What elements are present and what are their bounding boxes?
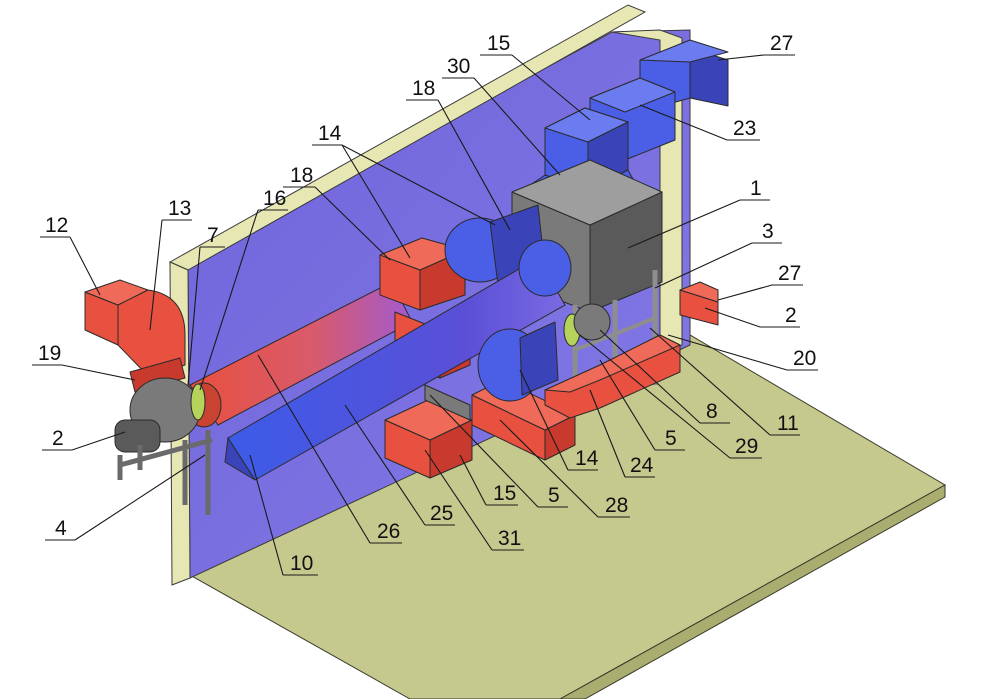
leader-pointer (667, 334, 788, 371)
leader-pointer (437, 99, 511, 231)
label-26: 26 (377, 520, 400, 543)
blue-duct-25-nose (224, 436, 256, 481)
leader-pointer (499, 419, 599, 518)
label-10: 10 (290, 552, 313, 575)
leader-pointer (717, 284, 773, 301)
label-3: 3 (762, 220, 774, 243)
leader-pointer (717, 54, 765, 61)
leader-pointer (74, 454, 206, 541)
blue-fan-14-lower-box (519, 321, 559, 396)
floor-edge-front (558, 484, 946, 699)
label-18a: 18 (290, 164, 313, 187)
leader-pointer (459, 454, 487, 506)
label-31: 31 (498, 527, 521, 550)
label-18b: 18 (412, 77, 435, 100)
callout-labels: 1 2 2 3 4 5 5 7 8 10 11 12 13 14 14 15 1… (38, 32, 816, 575)
label-15b: 15 (493, 482, 516, 505)
leader-pointer (639, 104, 728, 141)
leader-pointer (649, 327, 771, 436)
leader-pointer (187, 246, 201, 386)
label-23: 23 (733, 117, 756, 140)
leader-pointer (71, 431, 126, 451)
label-25: 25 (430, 502, 453, 525)
label-20: 20 (793, 347, 816, 370)
leader-pointer (149, 219, 163, 331)
leader-pointer (519, 369, 569, 471)
leader-lines (32, 54, 818, 576)
label-14b: 14 (575, 447, 599, 470)
fan-stand-4 (117, 430, 213, 515)
label-15a: 15 (487, 32, 510, 55)
leader-pointer (199, 209, 259, 391)
leader-pointer (341, 144, 411, 259)
outlet-duct-27-lower-top (679, 281, 719, 303)
leader-pointer (69, 236, 101, 296)
label-24: 24 (630, 454, 654, 477)
outlet-duct-front (689, 47, 729, 107)
flange-19 (129, 357, 186, 393)
fan-box-5 (424, 384, 471, 421)
label-30: 30 (447, 55, 470, 78)
label-27b: 27 (778, 262, 801, 285)
stand-rail (119, 437, 213, 468)
label-14a: 14 (318, 122, 342, 145)
leader-pointer (473, 77, 561, 176)
label-1: 1 (750, 177, 762, 200)
label-13: 13 (168, 197, 191, 220)
leader-pointer (599, 359, 656, 451)
blue-elbow (518, 239, 572, 297)
label-12: 12 (45, 214, 68, 237)
leader-pointer (599, 329, 701, 424)
leader-pointer (344, 404, 426, 526)
label-8: 8 (706, 400, 718, 423)
leader-pointer (429, 394, 539, 508)
label-29: 29 (735, 435, 758, 458)
label-5a: 5 (665, 427, 677, 450)
leader-pointer (424, 449, 493, 551)
outlet-duct-top (639, 39, 729, 63)
leader-pointer (654, 242, 753, 289)
label-4: 4 (55, 517, 67, 540)
transition-23-top (589, 77, 676, 113)
frame-rail (574, 316, 656, 352)
label-28: 28 (605, 494, 628, 517)
leader-pointer (249, 454, 284, 576)
label-19: 19 (38, 342, 61, 365)
label-2b: 2 (785, 304, 797, 327)
floor-box-24-top (544, 334, 681, 393)
leader-pointer (589, 389, 626, 478)
label-7: 7 (207, 224, 219, 247)
leader-pointer (511, 54, 591, 121)
unit-1-top (511, 159, 663, 226)
leader-pointer (579, 334, 731, 459)
label-5b: 5 (548, 484, 560, 507)
leader-pointer (627, 199, 741, 249)
green-ring-7 (190, 383, 206, 421)
leader-pointer (61, 364, 136, 381)
leader-pointer (257, 354, 371, 544)
label-2a: 2 (52, 427, 64, 450)
label-27a: 27 (770, 32, 793, 55)
label-16: 16 (263, 187, 286, 210)
leader-pointer (341, 144, 496, 226)
leader-pointer (704, 307, 761, 328)
label-11: 11 (777, 412, 799, 435)
leader-pointer (314, 186, 391, 261)
